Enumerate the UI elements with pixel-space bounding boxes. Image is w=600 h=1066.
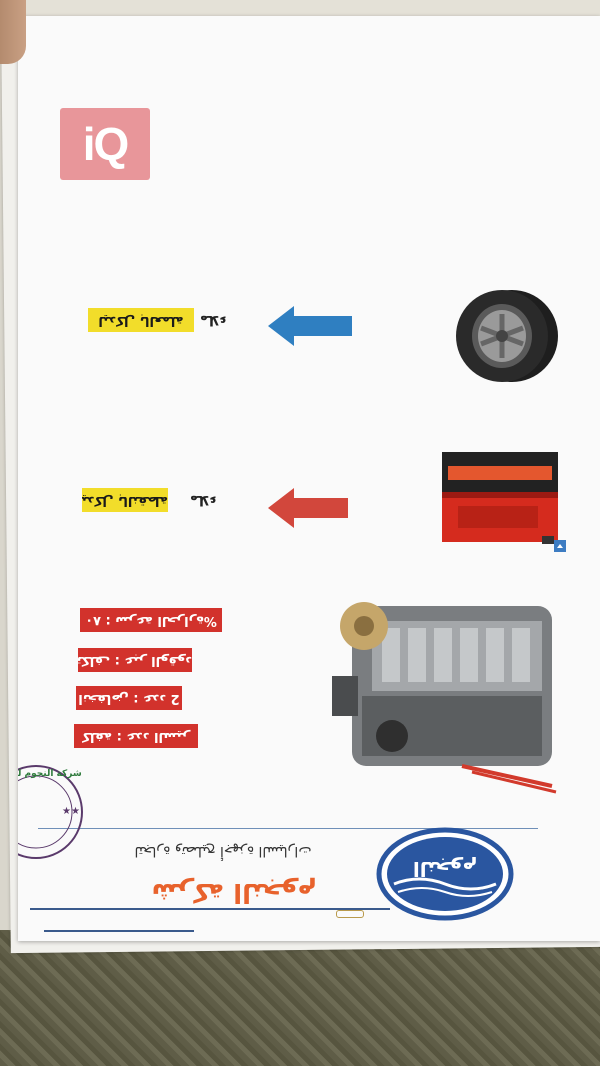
small-blue-badge-icon xyxy=(554,540,566,552)
footer-line-top xyxy=(38,828,538,829)
company-logo: النجوم xyxy=(376,827,514,921)
paper-clip xyxy=(336,910,364,918)
tire-arrow xyxy=(268,306,352,346)
stamp-text: شركة النجوم للتجارة xyxy=(18,769,82,779)
svg-text:★★: ★★ xyxy=(62,806,80,817)
engine-spec-2: تكلف : عبر الوقود xyxy=(78,648,192,672)
battery-label-word: ملاء xyxy=(190,492,217,508)
battery-icon xyxy=(442,452,558,544)
battery-label-box: ليدكل بالنقطة xyxy=(82,488,168,512)
company-logo-text: النجوم xyxy=(413,857,477,881)
iq-watermark-logo: iQ xyxy=(60,108,150,180)
tire-label-word: ملاء xyxy=(200,312,227,328)
battery-arrow xyxy=(268,488,348,528)
tire-label-box: ليدكل بالعملة xyxy=(88,308,194,332)
footer-line-bottom-2 xyxy=(44,930,194,932)
background-carpet xyxy=(0,930,600,1066)
footer-line-bottom xyxy=(30,908,390,910)
engine-icon xyxy=(332,602,557,794)
company-name: شركة النجوم xyxy=(151,877,317,907)
company-stamp: شركة النجوم للتجارة ★★ xyxy=(18,765,83,859)
tire-icon xyxy=(456,290,558,382)
engine-spec-1: %٨٠ : سرعة الحرارة xyxy=(80,608,222,632)
company-subtitle: لتجارة وتصليح أجهزة السيارات xyxy=(134,843,312,859)
engine-spec-3: انخفاض : عدد 2 xyxy=(76,686,182,710)
flyer-sheet: iQ ليدكل بالعملة ملاء ليدكل بالنقطة ملاء xyxy=(18,16,600,941)
finger xyxy=(0,0,26,64)
